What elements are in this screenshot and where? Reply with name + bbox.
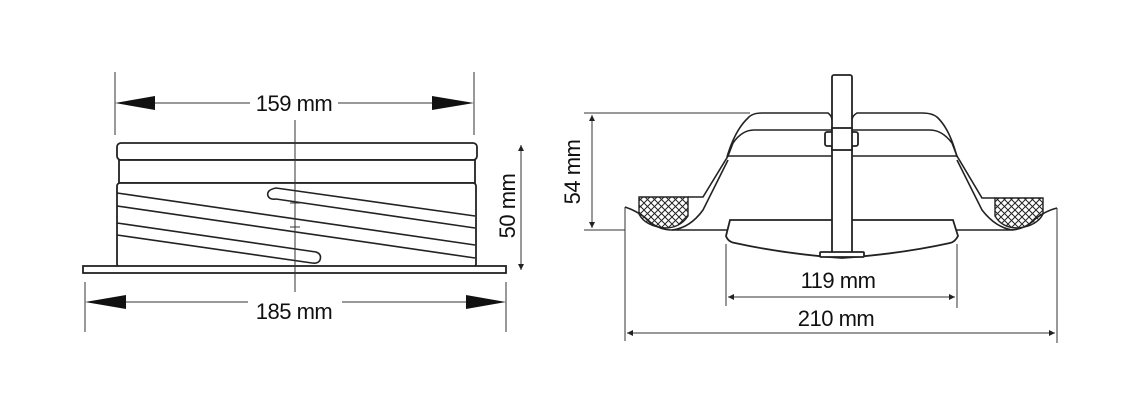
dome-right [851, 112, 958, 158]
dimension-210: 210 mm [624, 207, 1058, 343]
top-cap [116, 142, 478, 161]
arrowhead-right [466, 295, 506, 309]
dimension-label-flange-width: 185 mm [256, 299, 332, 324]
dimension-label-inner-width: 119 mm [801, 268, 876, 293]
gasket-left [638, 196, 689, 229]
dimension-119: 119 mm [725, 244, 958, 308]
threaded-body [116, 182, 477, 268]
thread-lines [116, 187, 476, 264]
dimension-label-height: 50 mm [495, 174, 520, 239]
cone-left [688, 142, 734, 198]
stem [831, 74, 853, 256]
dimension-54: 54 mm [560, 112, 750, 231]
cone-right [951, 142, 995, 199]
arrowhead-left [85, 295, 126, 309]
section-view: 54 mm 119 mm [560, 74, 1058, 343]
arrowhead-right [432, 96, 474, 110]
dimension-label-top-width: 159 mm [256, 91, 332, 116]
dimension-159: 159 mm [115, 91, 474, 116]
arrowhead-left [115, 96, 155, 110]
dome-left [726, 112, 833, 158]
dimension-185: 185 mm [85, 295, 506, 324]
dimension-label-section-height: 54 mm [560, 140, 585, 205]
gasket-right [994, 197, 1044, 229]
side-view: 159 mm 185 mm 50 mm [82, 72, 524, 332]
dimension-label-outer-width: 210 mm [798, 306, 874, 331]
upper-body [118, 159, 476, 184]
dimension-50: 50 mm [495, 145, 524, 270]
